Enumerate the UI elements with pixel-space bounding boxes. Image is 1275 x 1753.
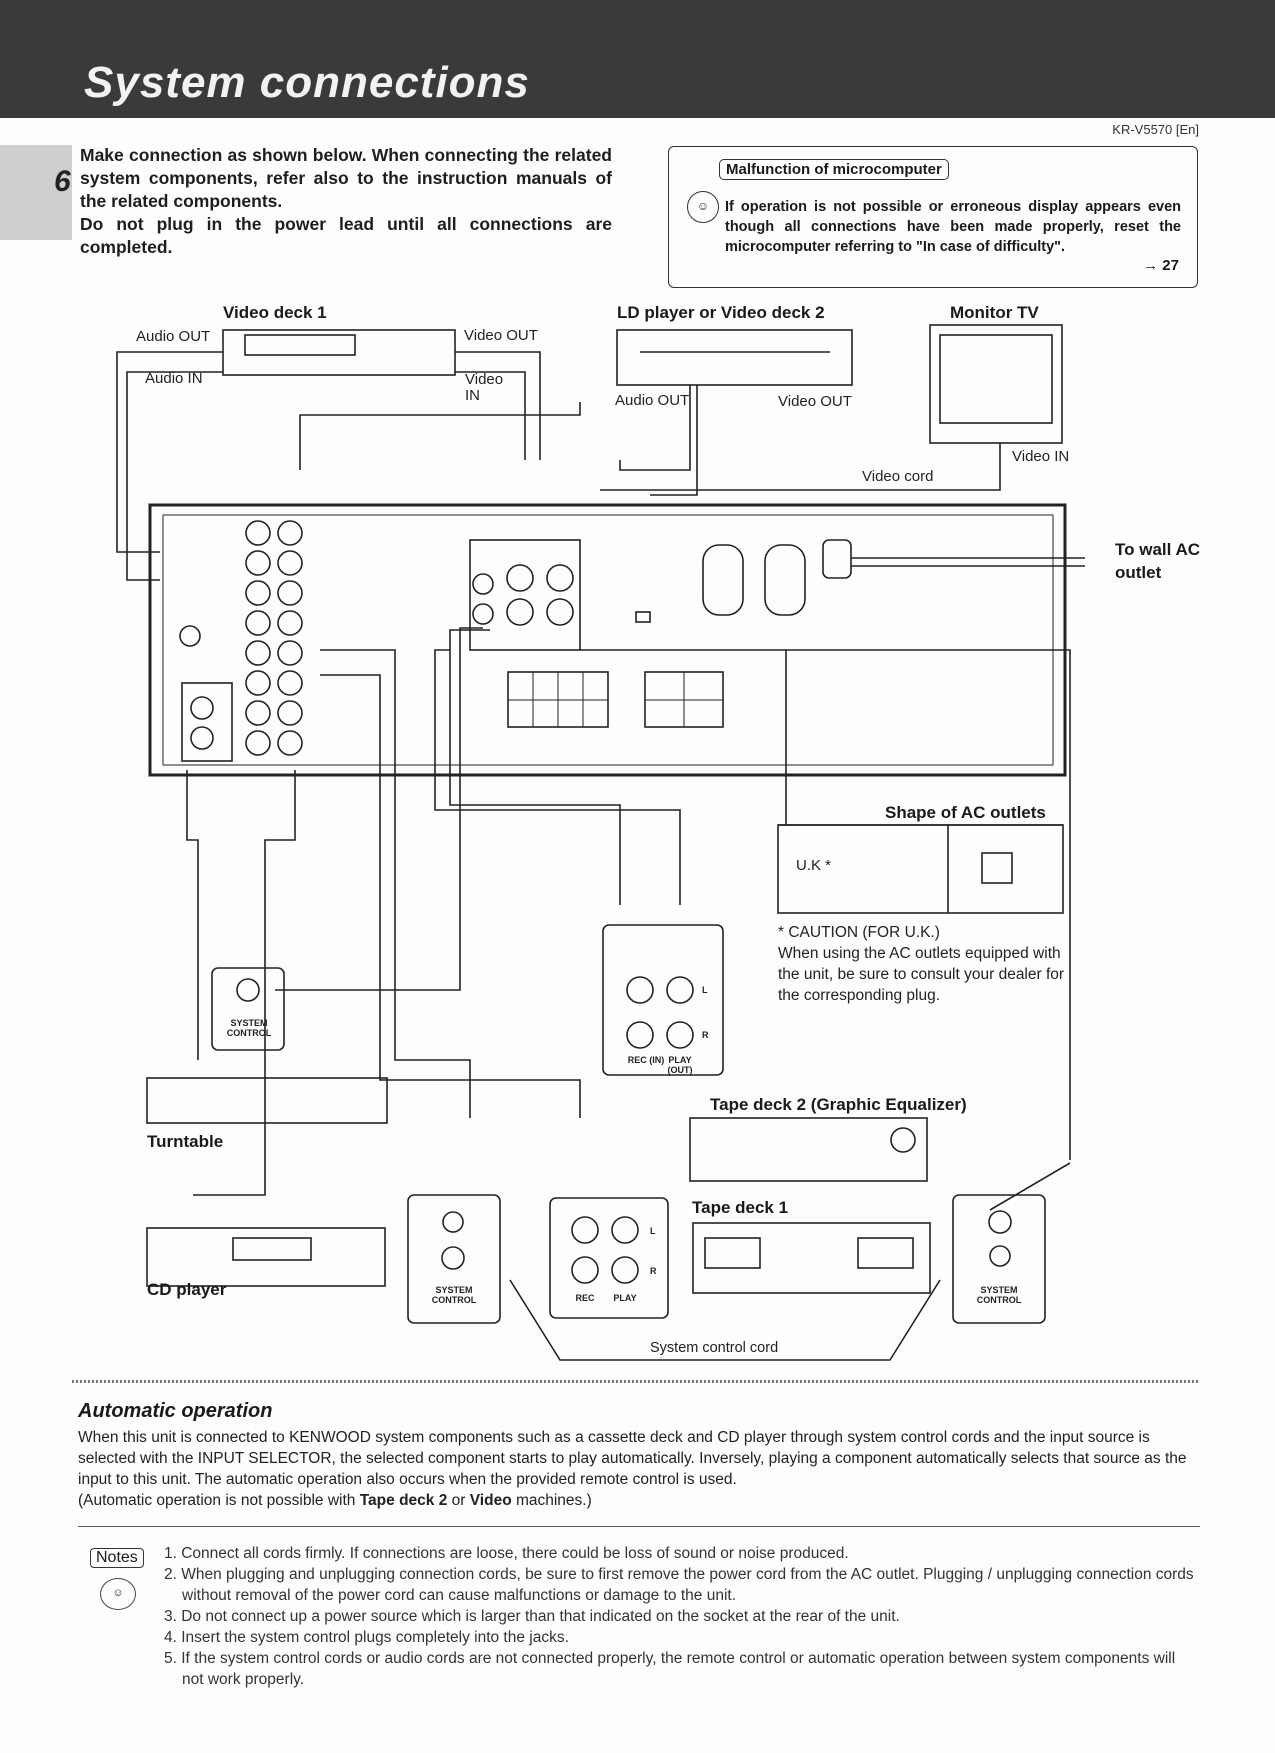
turntable-system-control-label: SYSTEM CONTROL [226,1018,272,1038]
tape-deck-2-label: Tape deck 2 (Graphic Equalizer) [710,1095,967,1114]
caution-text: When using the AC outlets equipped with … [778,945,1065,1004]
intro-text: Make connection as shown below. When con… [80,144,612,259]
tape1-play-label: PLAY [613,1293,637,1303]
tape1-r-label: R [650,1266,657,1276]
tape-deck-2-jacks [602,924,724,1076]
ld-video-out-label: Video OUT [778,393,852,410]
note-item: 2. When plugging and unplugging connecti… [164,1566,1194,1604]
malfunction-tag: Malfunction of microcomputer [719,159,949,180]
cd-system-control-box [407,1194,501,1324]
cd-player-label: CD player [147,1280,227,1299]
video-deck-1-label: Video deck 1 [223,303,327,322]
uk-label: U.K * [796,857,832,874]
monitor-tv-label: Monitor TV [950,303,1039,322]
video-deck-1 [222,329,456,376]
page-header: System connections [0,0,1275,118]
ld-player-label: LD player or Video deck 2 [617,303,825,322]
ld-player [616,329,853,386]
automatic-operation-text: When this unit is connected to KENWOOD s… [78,1427,1198,1511]
video-cord-label: Video cord [862,468,934,485]
cd-system-control-label: SYSTEM CONTROL [431,1285,477,1305]
rec-in-label: REC (IN) [627,1055,665,1065]
intro-line-1: Make connection as shown below. When con… [80,145,612,211]
intro-line-2: Do not plug in the power lead until all … [80,214,612,257]
malfunction-box: Malfunction of microcomputer ☺ If operat… [668,146,1198,288]
page-number: 6 [54,165,71,198]
note-item: 5. If the system control cords or audio … [164,1650,1176,1688]
tape1-system-control-label: SYSTEM CONTROL [976,1285,1022,1305]
automatic-operation-body: When this unit is connected to KENWOOD s… [78,1429,1187,1488]
note-item: 1. Connect all cords firmly. If connecti… [164,1545,849,1562]
page-title: System connections [84,58,530,107]
section-divider [72,1380,1200,1383]
monitor-video-in-label: Video IN [1012,448,1070,465]
video1-video-in-label-1: Video [465,371,504,388]
cd-player [146,1227,386,1287]
tape-deck-1 [692,1222,931,1294]
monitor-tv [929,324,1063,444]
note-item: 3. Do not connect up a power source whic… [164,1608,900,1625]
system-control-cord-label: System control cord [650,1340,779,1356]
tape1-l-label: L [650,1226,656,1236]
tape2-l-label: L [702,985,708,995]
notes-tag: Notes [90,1548,144,1568]
caution-title: * CAUTION (FOR U.K.) [778,924,940,941]
automatic-operation-heading: Automatic operation [78,1400,273,1422]
notes-mascot-icon: ☺ [100,1578,136,1610]
receiver-rear-panel [148,503,1067,777]
tape-deck-1-label: Tape deck 1 [692,1198,789,1217]
to-wall-label-1: To wall AC [1115,540,1200,559]
turntable-label: Turntable [147,1132,224,1151]
video1-audio-out-label: Audio OUT [136,328,211,345]
video1-audio-in-label: Audio IN [145,370,203,387]
connection-diagram [116,324,1085,1361]
play-out-label: PLAY (OUT) [667,1055,693,1075]
tape-deck-1-jacks [549,1197,669,1319]
uk-caution: * CAUTION (FOR U.K.) When using the AC o… [778,922,1068,1006]
notes-list: 1. Connect all cords firmly. If connecti… [164,1543,1200,1690]
tape1-rec-label: REC [575,1293,595,1303]
note-item: 4. Insert the system control plugs compl… [164,1629,569,1646]
to-wall-label-2: outlet [1115,563,1162,582]
model-number: KR-V5570 [En] [1112,122,1199,137]
notes-divider [78,1526,1200,1527]
turntable-system-control-box [211,967,285,1051]
turntable [146,1077,388,1124]
tape1-system-control-box [952,1194,1046,1324]
tape2-r-label: R [702,1030,709,1040]
ld-audio-out-label: Audio OUT [615,392,690,409]
video1-video-in-label-2: IN [465,387,480,404]
page-tab: 6 [0,145,72,240]
video1-video-out-label: Video OUT [464,327,538,344]
malfunction-text: If operation is not possible or erroneou… [725,199,1181,255]
input-jacks [245,520,303,756]
tape-deck-2 [689,1117,928,1182]
microcomputer-icon: ☺ [687,191,719,223]
automatic-operation-note: (Automatic operation is not possible wit… [78,1492,592,1509]
shape-ac-outlets-label: Shape of AC outlets [885,803,1046,822]
malfunction-page-ref: → 27 [1143,257,1179,274]
